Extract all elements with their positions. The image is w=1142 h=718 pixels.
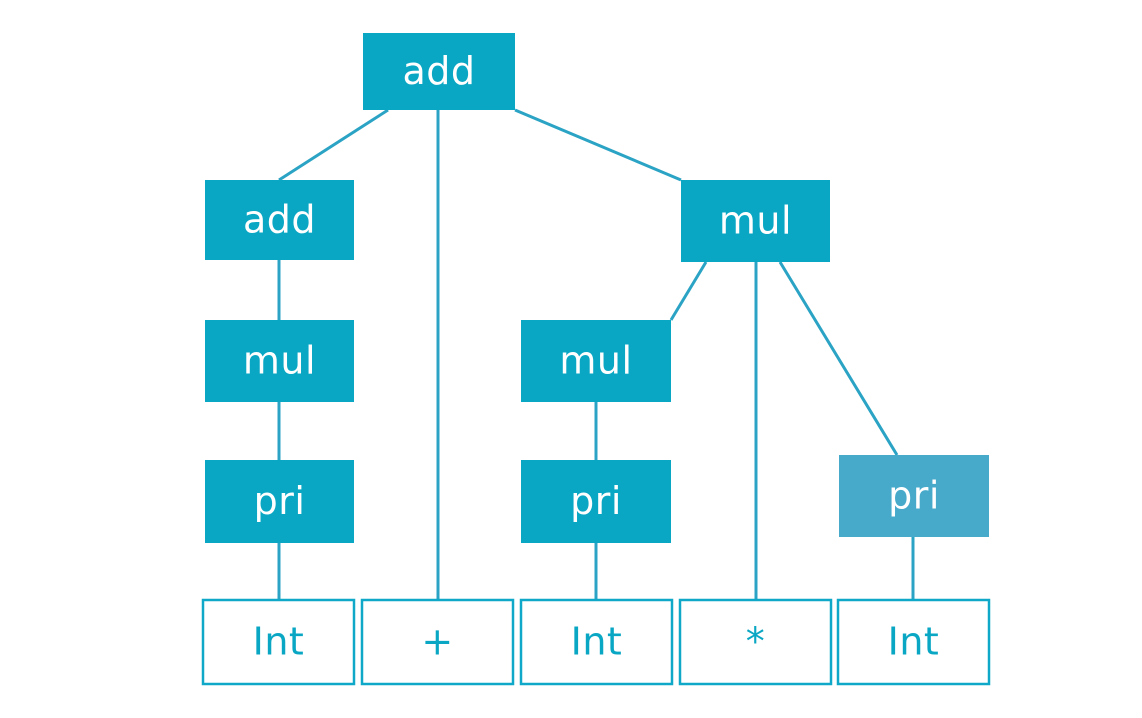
node-box xyxy=(678,598,833,686)
node-label: pri xyxy=(254,479,306,523)
node-label: mul xyxy=(719,199,792,243)
tree-leaf-node[interactable]: * xyxy=(678,598,833,686)
node-box xyxy=(836,598,991,686)
tree-leaf-node[interactable]: Int xyxy=(519,598,674,686)
node-label: mul xyxy=(559,339,632,383)
node-label: add xyxy=(243,198,316,242)
tree-leaf-node[interactable]: + xyxy=(360,598,515,686)
tree-node[interactable]: pri xyxy=(521,460,671,543)
edges-layer xyxy=(277,108,915,600)
node-label: Int xyxy=(888,620,940,664)
node-label: mul xyxy=(243,339,316,383)
node-label: pri xyxy=(570,479,622,523)
node-box xyxy=(521,460,671,543)
node-box xyxy=(205,460,354,543)
node-box xyxy=(363,33,515,110)
node-label: add xyxy=(402,49,475,93)
node-box xyxy=(360,598,515,686)
tree-node[interactable]: mul xyxy=(681,180,830,262)
tree-edge xyxy=(514,108,682,182)
node-label: + xyxy=(421,620,453,664)
tree-leaf-node[interactable]: Int xyxy=(836,598,991,686)
node-box xyxy=(205,180,354,260)
node-label: Int xyxy=(253,620,305,664)
tree-node[interactable]: add xyxy=(363,33,515,110)
tree-node[interactable]: mul xyxy=(521,320,671,402)
node-box xyxy=(521,320,671,402)
tree-node[interactable]: mul xyxy=(205,320,354,402)
node-box xyxy=(681,180,830,262)
tree-node[interactable]: pri xyxy=(205,460,354,543)
node-box xyxy=(519,598,674,686)
tree-node[interactable]: pri xyxy=(839,455,989,537)
node-label: * xyxy=(746,620,766,664)
tree-edge xyxy=(669,261,708,321)
tree-edge xyxy=(778,261,899,456)
node-box xyxy=(201,598,356,686)
tree-leaf-node[interactable]: Int xyxy=(201,598,356,686)
node-label: pri xyxy=(888,474,940,518)
node-box xyxy=(205,320,354,402)
node-label: Int xyxy=(571,620,623,664)
tree-node[interactable]: add xyxy=(205,180,354,260)
node-box xyxy=(839,455,989,537)
tree-edge xyxy=(278,108,389,182)
